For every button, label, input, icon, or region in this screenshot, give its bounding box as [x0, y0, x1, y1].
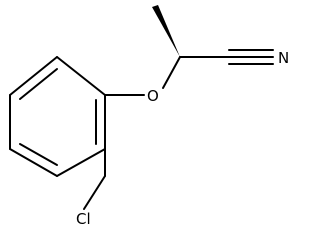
background [0, 0, 300, 243]
benzene-ring [9, 56, 106, 177]
chemical-structure: O N Cl [0, 0, 300, 243]
stereo-wedge-bond [152, 5, 180, 57]
nitrogen-atom-label: N [278, 49, 289, 67]
bond-oxygen-to-chiral-carbon [162, 56, 181, 89]
ring-bond-top [56, 56, 106, 96]
ring-bond-top-left [9, 56, 58, 96]
ring-bond-bottom-right [56, 148, 106, 177]
ring-double-bond-bottom-left [19, 143, 58, 166]
oxygen-atom-label: O [147, 87, 159, 105]
ring-bond-bottom-left [9, 148, 58, 177]
ring-double-bond-top-left [19, 68, 58, 100]
bond-ch2-to-chlorine [83, 175, 106, 210]
chlorine-atom-label: Cl [76, 210, 91, 228]
